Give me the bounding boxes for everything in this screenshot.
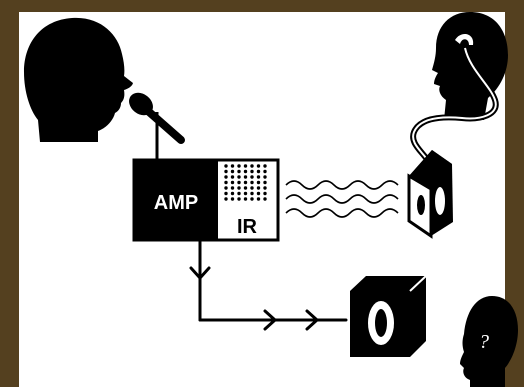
speaker-head-icon [24, 17, 133, 142]
monitor-speaker-icon [350, 275, 427, 357]
grille-dot [243, 164, 248, 168]
grille-dot [243, 175, 248, 179]
microphone-icon [129, 92, 185, 160]
grille-dot [250, 175, 254, 179]
grille-dot [237, 191, 241, 196]
grille-dot [224, 164, 228, 168]
grille-dot [243, 180, 248, 185]
earphone-cable-highlight [412, 47, 497, 159]
grille-dot [243, 191, 248, 196]
grille-dot [263, 164, 267, 168]
grille-dot [230, 169, 235, 174]
grille-dot [237, 169, 241, 174]
grille-dot [243, 186, 248, 190]
grille-dot [256, 180, 261, 185]
grille-dot [250, 164, 254, 168]
grille-dot [263, 180, 267, 185]
grille-dot [237, 186, 241, 190]
ear-icon [455, 33, 474, 45]
grille-dot [230, 186, 235, 190]
signal-path [189, 238, 348, 331]
grille-dot [230, 180, 235, 185]
grille-dot [256, 175, 261, 179]
amp-block [134, 160, 218, 240]
grille-dot [224, 197, 228, 201]
grille-dot [256, 197, 261, 201]
grille-dot [230, 164, 235, 168]
grille-dot [237, 175, 241, 179]
grille-dot [256, 164, 261, 168]
grille-dot [224, 175, 228, 179]
grille-dot [250, 191, 254, 196]
grille-dot [230, 175, 235, 179]
grille-dot [250, 180, 254, 185]
grille-dot [237, 180, 241, 185]
grille-dot [243, 197, 248, 201]
grille-dot [263, 169, 267, 174]
grille-dot [237, 197, 241, 201]
grille-dot [256, 169, 261, 174]
speaker-grille-icon [224, 164, 267, 201]
grille-dot [224, 186, 228, 190]
grille-dot [263, 186, 267, 190]
grille-dot [263, 175, 267, 179]
grille-dot [263, 197, 267, 201]
grille-dot [224, 191, 228, 196]
grille-dot [263, 191, 267, 196]
amp-ir-unit: AMP IR [132, 158, 280, 242]
grille-dot [250, 169, 254, 174]
grille-dot [256, 191, 261, 196]
portable-speaker-icon [407, 150, 453, 239]
grille-dot [243, 169, 248, 174]
amp-label: AMP [154, 192, 198, 214]
grille-dot [230, 197, 235, 201]
unknown-listener-head-icon [460, 296, 518, 387]
sound-waves [285, 180, 399, 218]
grille-dot [250, 197, 254, 201]
grille-dot [230, 191, 235, 196]
grille-dot [224, 180, 228, 185]
question-mark: ? [479, 331, 489, 353]
grille-dot [224, 169, 228, 174]
grille-dot [256, 186, 261, 190]
grille-dot [250, 186, 254, 190]
ir-label: IR [237, 216, 258, 238]
grille-dot [237, 164, 241, 168]
